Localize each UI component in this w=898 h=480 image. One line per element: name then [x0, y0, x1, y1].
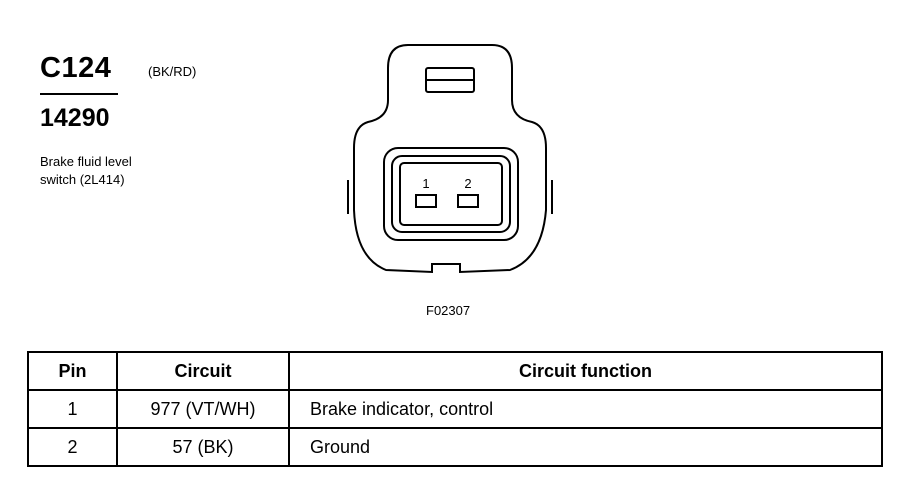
description-line-2: switch (2L414) [40, 172, 125, 187]
cavity-frame-outer [383, 147, 519, 241]
cell-pin: 1 [27, 389, 118, 429]
cell-circuit: 57 (BK) [116, 427, 290, 467]
cavity-frame-middle [391, 155, 511, 233]
table-row: 2 57 (BK) Ground [27, 427, 883, 467]
wire-color: (BK/RD) [148, 64, 197, 79]
figure-code: F02307 [426, 303, 471, 318]
cavity-frame-inner [399, 162, 503, 226]
pin-1-label: 1 [422, 176, 429, 191]
header-circuit-function: Circuit function [288, 351, 883, 391]
pin-2-label: 2 [464, 176, 471, 191]
table-header-row: Pin Circuit Circuit function [27, 351, 883, 391]
pinout-table: Pin Circuit Circuit function 1 977 (VT/W… [27, 351, 883, 467]
part-number: 14290 [40, 104, 110, 132]
cell-pin: 2 [27, 427, 118, 467]
component-description: Brake fluid level switch (2L414) [40, 153, 200, 189]
title-divider [40, 93, 118, 95]
cell-function: Brake indicator, control [288, 389, 883, 429]
connector-id: C124 [40, 52, 112, 84]
description-line-1: Brake fluid level [40, 154, 132, 169]
table-row: 1 977 (VT/WH) Brake indicator, control [27, 389, 883, 429]
connector-face-diagram: 1 2 [347, 44, 553, 274]
header-circuit: Circuit [116, 351, 290, 391]
header-pin: Pin [27, 351, 118, 391]
cell-circuit: 977 (VT/WH) [116, 389, 290, 429]
pin-2-terminal [457, 194, 479, 208]
connector-housing-outline [353, 44, 547, 274]
pin-1-terminal [415, 194, 437, 208]
cell-function: Ground [288, 427, 883, 467]
